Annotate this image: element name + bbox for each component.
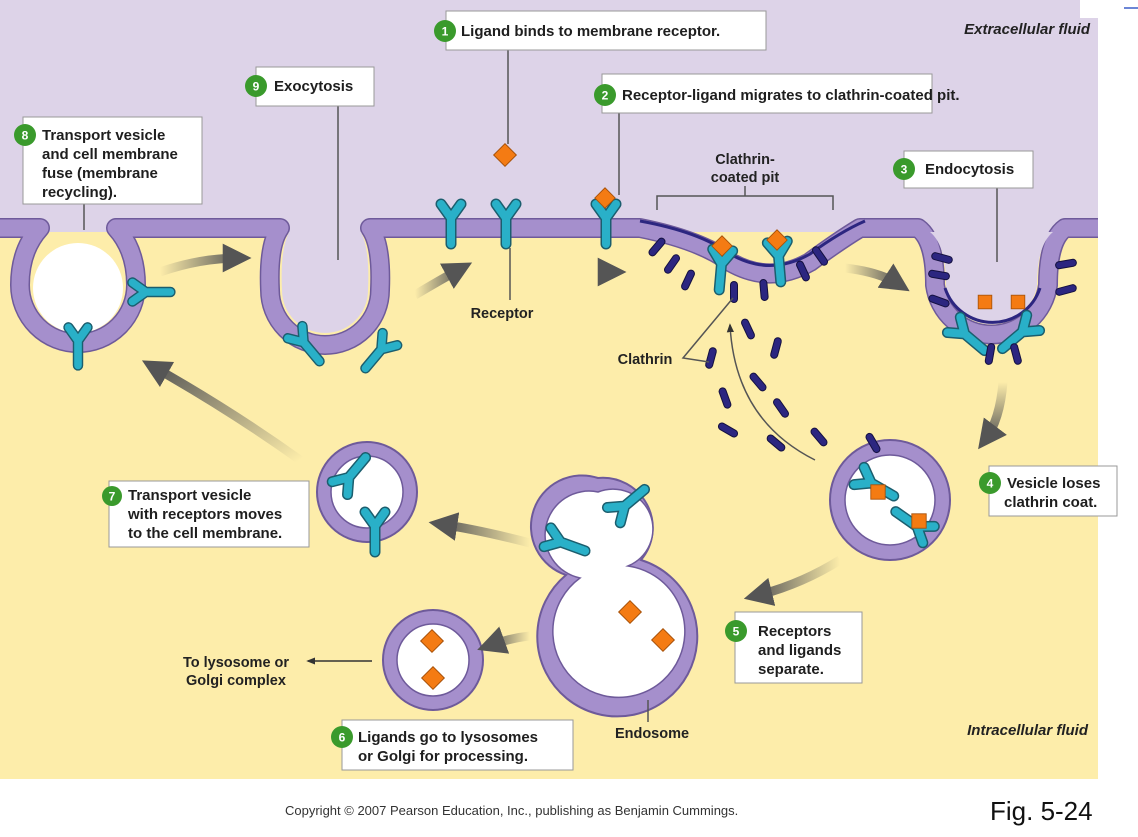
step-4-callout: 4 Vesicle loses clathrin coat.: [979, 465, 1118, 517]
svg-text:7: 7: [109, 490, 116, 504]
svg-text:8: 8: [22, 129, 29, 143]
step-9-callout: 9 Exocytosis: [245, 66, 375, 107]
svg-text:2: 2: [602, 89, 609, 103]
svg-text:clathrin coat.: clathrin coat.: [1004, 494, 1097, 511]
svg-text:Ligand binds to membrane recep: Ligand binds to membrane receptor.: [461, 23, 720, 40]
svg-text:and cell membrane: and cell membrane: [42, 146, 178, 163]
copyright-text: Copyright © 2007 Pearson Education, Inc.…: [285, 803, 738, 818]
intracellular-label: Intracellular fluid: [967, 722, 1089, 739]
svg-text:recycling).: recycling).: [42, 184, 117, 201]
endosome-label: Endosome: [615, 726, 689, 742]
step-6-callout: 6 Ligands go to lysosomes or Golgi for p…: [331, 719, 574, 771]
endosome: [529, 474, 699, 718]
svg-text:5: 5: [733, 625, 740, 639]
lysosome-label: To lysosome or: [183, 655, 289, 671]
clathrin-pit-label-2: coated pit: [711, 170, 780, 186]
svg-text:Transport vesicle: Transport vesicle: [128, 487, 251, 504]
svg-text:Exocytosis: Exocytosis: [274, 78, 353, 95]
fusing-vesicle: [33, 243, 123, 333]
process-arrows: [141, 243, 1008, 654]
svg-text:Vesicle loses: Vesicle loses: [1007, 475, 1100, 492]
step-5-callout: 5 Receptors and ligands separate.: [725, 611, 863, 684]
svg-text:to the cell membrane.: to the cell membrane.: [128, 525, 282, 542]
svg-text:separate.: separate.: [758, 661, 824, 678]
svg-text:9: 9: [253, 80, 260, 94]
svg-text:Transport vesicle: Transport vesicle: [42, 127, 165, 144]
figure-number: Fig. 5-24: [990, 796, 1093, 826]
step-7-callout: 7 Transport vesicle with receptors moves…: [102, 480, 310, 548]
uncoated-vesicle: [829, 437, 951, 561]
ligand-vesicle: [382, 609, 484, 711]
step-8-callout: 8 Transport vesicle and cell membrane fu…: [14, 116, 203, 205]
svg-text:fuse (membrane: fuse (membrane: [42, 165, 158, 182]
svg-text:1: 1: [442, 25, 449, 39]
extracellular-label: Extracellular fluid: [964, 21, 1091, 38]
clathrin-label: Clathrin: [618, 352, 673, 368]
lysosome-label-2: Golgi complex: [186, 673, 286, 689]
svg-text:Ligands go to lysosomes: Ligands go to lysosomes: [358, 729, 538, 746]
svg-text:and ligands: and ligands: [758, 642, 841, 659]
step-2-callout: 2 Receptor-ligand migrates to clathrin-c…: [594, 73, 960, 114]
step-1-callout: 1 Ligand binds to membrane receptor.: [434, 10, 767, 51]
svg-text:with receptors moves: with receptors moves: [127, 506, 282, 523]
recycling-vesicle: [316, 441, 418, 552]
svg-text:Receptors: Receptors: [758, 623, 831, 640]
svg-text:4: 4: [987, 477, 994, 491]
svg-text:Receptor-ligand migrates to cl: Receptor-ligand migrates to clathrin-coa…: [622, 87, 960, 104]
clathrin-return-arrow: [726, 323, 816, 461]
svg-text:3: 3: [901, 163, 908, 177]
clathrin-pit-label: Clathrin-: [715, 152, 775, 168]
receptor-label: Receptor: [471, 306, 534, 322]
svg-text:Endocytosis: Endocytosis: [925, 161, 1014, 178]
step-3-callout: 3 Endocytosis: [893, 150, 1034, 189]
svg-text:6: 6: [339, 731, 346, 745]
svg-text:or Golgi for processing.: or Golgi for processing.: [358, 748, 528, 765]
